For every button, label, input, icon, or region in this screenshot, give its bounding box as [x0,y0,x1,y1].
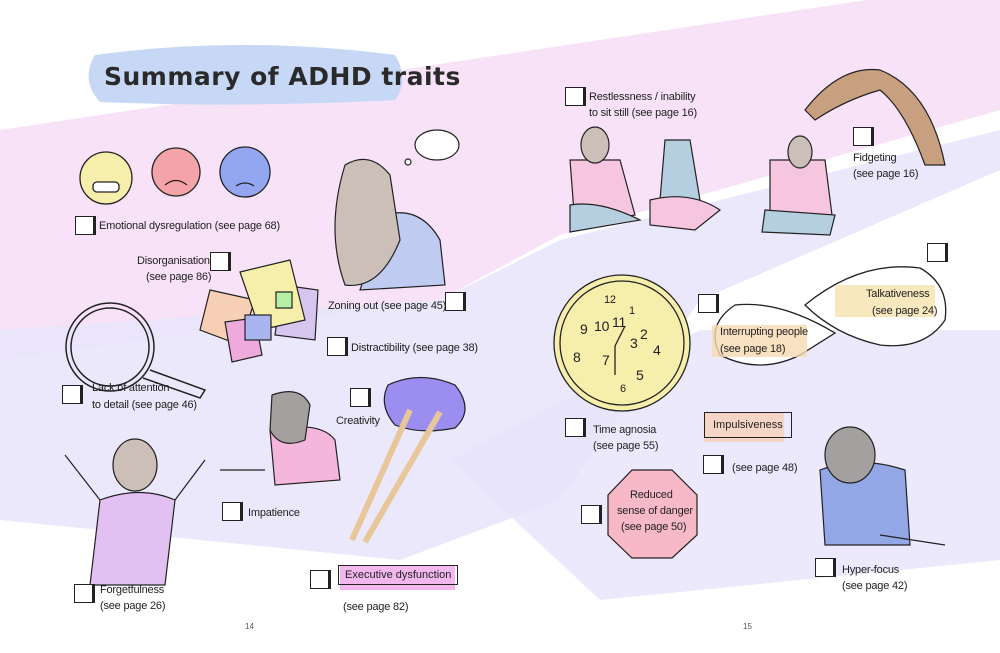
creativity-label: Creativity [336,415,380,427]
clock-number: 2 [640,326,648,342]
hyperfocus-ref: (see page 42) [842,580,908,592]
time-checkbox[interactable] [565,418,584,437]
clock-number: 7 [602,352,610,368]
attention-label: Lack of attention [92,382,170,394]
interrupting-checkbox[interactable] [698,294,717,313]
page-title: Summary of ADHD traits [104,62,461,91]
clock-number: 11 [612,314,627,330]
executive-highlight [340,565,455,590]
impatience-checkbox[interactable] [222,502,241,521]
clock-number: 8 [573,349,581,365]
impulsiveness-ref: (see page 48) [732,462,798,474]
zoning-label: Zoning out (see page 45) [328,300,447,312]
disorganisation-label: Disorganisation [137,255,210,267]
fidgeting-ref: (see page 16) [853,168,919,180]
clock-number: 3 [630,335,638,351]
fidgeting-label: Fidgeting [853,152,897,164]
executive-label: Executive dysfunction [338,565,459,585]
danger-label-2: sense of danger [617,505,693,517]
time-label: Time agnosia [593,424,657,436]
emoji-faces [79,146,271,205]
time-ref: (see page 55) [593,440,659,452]
clock-illustration [553,274,691,412]
forgetfulness-ref: (see page 26) [100,600,166,612]
emotional-label: Emotional dysregulation (see page 68) [99,220,280,232]
disorganisation-ref: (see page 86) [146,271,212,283]
impulsiveness-checkbox[interactable] [703,455,722,474]
restlessness-illustration [569,126,836,236]
restlessness-ref: to sit still (see page 16) [589,107,697,119]
clock-number: 5 [636,367,644,383]
zoning-checkbox[interactable] [445,292,464,311]
forgetfulness-checkbox[interactable] [74,584,93,603]
talkativeness-ref: (see page 24) [872,305,938,317]
fidgeting-hand-illustration [804,68,946,166]
clock-number: 6 [620,383,626,395]
danger-octagon [607,469,698,559]
impulsiveness-label: Impulsiveness [704,412,792,438]
hyper-focus-illustration [819,426,946,546]
interrupting-ref: (see page 18) [720,343,786,355]
magnifying-glass-illustration [65,302,207,399]
fidgeting-checkbox[interactable] [853,127,872,146]
distractibility-label: Distractibility (see page 38) [351,342,478,354]
impatience-illustration [220,391,341,486]
danger-ref: (see page 50) [621,521,687,533]
title-blob [88,45,403,105]
emotional-checkbox[interactable] [75,216,94,235]
executive-checkbox[interactable] [310,570,329,589]
interrupting-label: Interrupting people [720,326,808,338]
talkativeness-checkbox[interactable] [927,243,946,262]
clock-number: 12 [604,294,616,306]
page-number-right: 15 [743,622,752,631]
creativity-illustration [349,376,466,544]
disorganisation-checkbox[interactable] [210,252,229,271]
clock-number: 9 [580,321,588,337]
restlessness-label: Restlessness / inability [589,91,696,103]
clock-number: 1 [629,305,635,317]
danger-checkbox[interactable] [581,505,600,524]
lavender-band [0,130,1000,560]
talkativeness-label: Talkativeness [866,288,930,300]
clock-number: 4 [653,342,661,358]
attention-checkbox[interactable] [62,385,81,404]
clock-number: 10 [594,318,610,334]
hyperfocus-checkbox[interactable] [815,558,834,577]
forgetfulness-label: Forgetfulness [100,584,165,596]
creativity-checkbox[interactable] [350,388,369,407]
danger-label: Reduced [630,489,673,501]
restlessness-checkbox[interactable] [565,87,584,106]
impatience-label: Impatience [248,507,300,519]
speech-bubbles [712,266,947,366]
hyperfocus-label: Hyper-focus [842,564,900,576]
distractibility-checkbox[interactable] [327,337,346,356]
executive-ref: (see page 82) [343,601,409,613]
page-number-left: 14 [245,622,254,631]
forgetfulness-illustration [64,438,206,586]
attention-ref: to detail (see page 46) [92,399,197,411]
papers-illustration [199,259,319,363]
zoning-out-illustration [334,129,460,291]
